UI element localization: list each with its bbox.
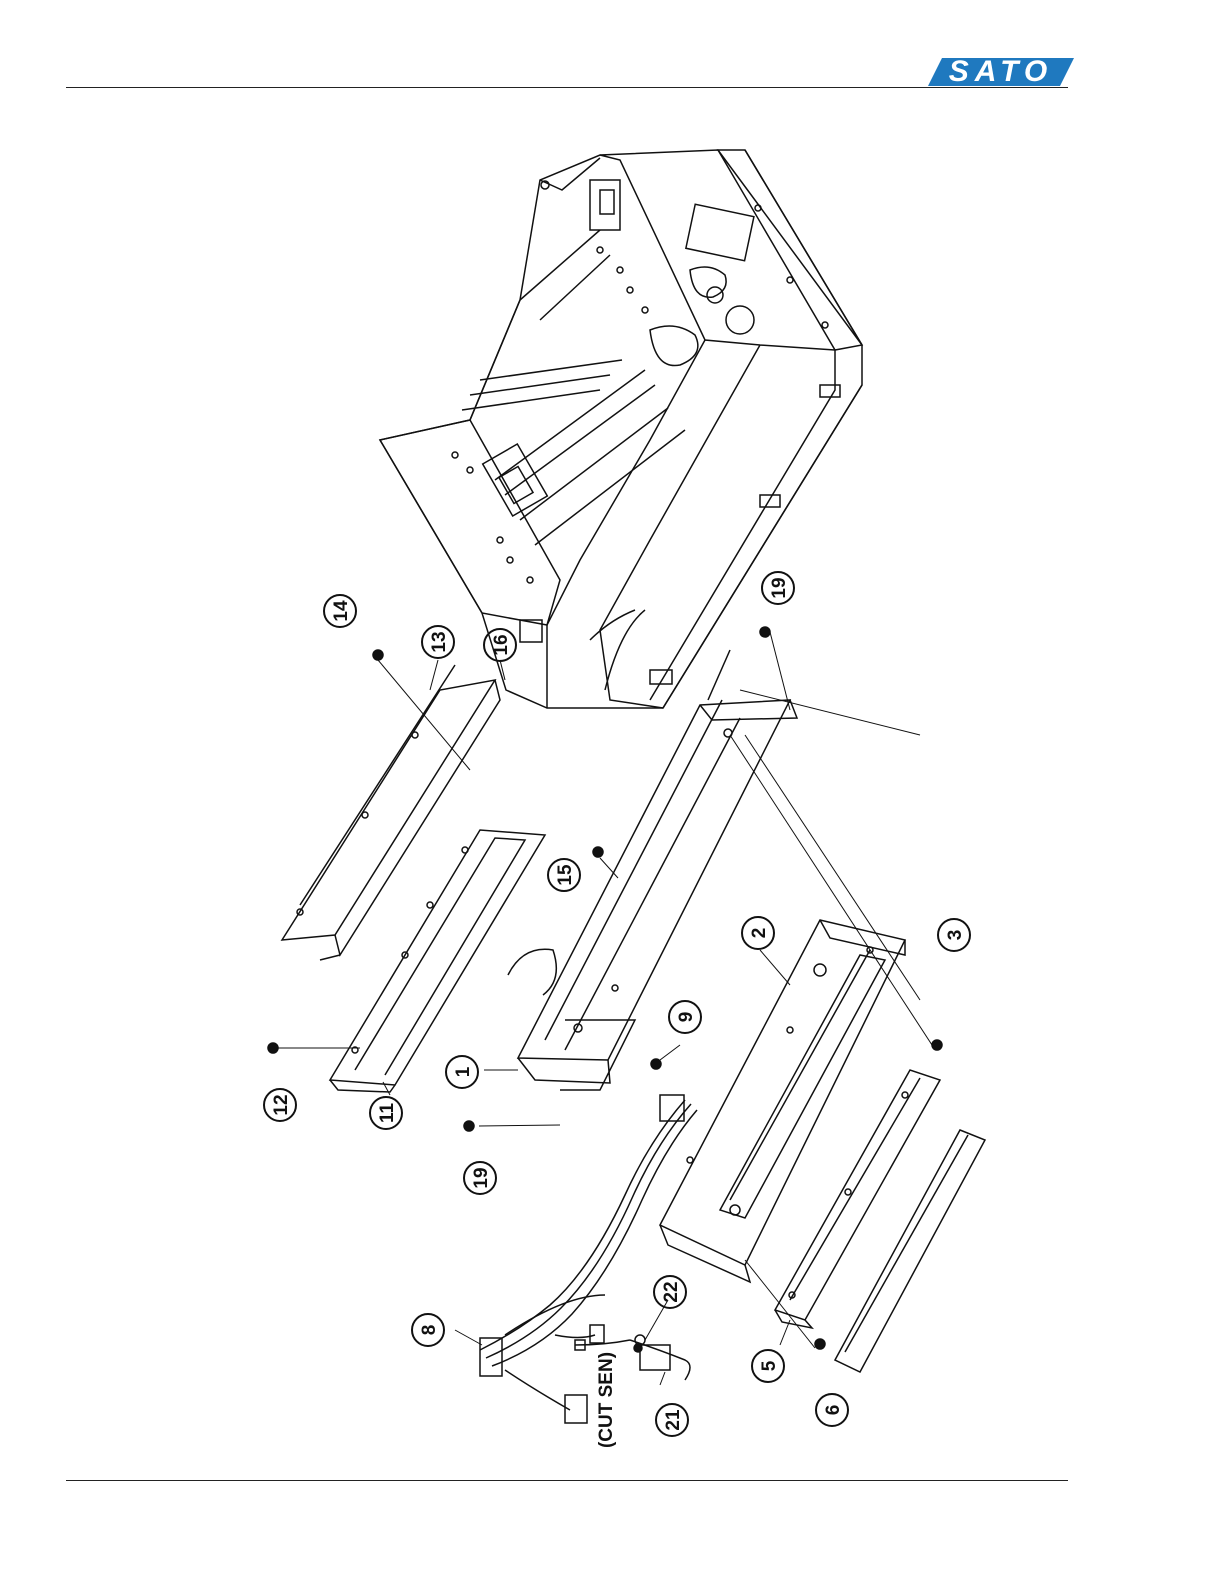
callout-2: 2 <box>749 928 770 939</box>
screw-22 <box>634 1344 642 1352</box>
callout-12: 12 <box>271 1094 292 1115</box>
callout-6: 6 <box>823 1405 844 1416</box>
bottom-plate <box>835 1130 985 1372</box>
cutter-cover-13 <box>282 665 500 960</box>
callout-21: 21 <box>663 1409 684 1431</box>
callout-15: 15 <box>555 864 576 886</box>
screw-14 <box>373 650 383 660</box>
cutter-unit-1 <box>508 650 797 1090</box>
cutter-cover-5 <box>775 1070 940 1328</box>
screw-3 <box>932 1040 942 1050</box>
screw-19-left <box>464 1121 474 1131</box>
callout-22: 22 <box>661 1281 682 1302</box>
screw-12 <box>268 1043 278 1053</box>
callout-13: 13 <box>429 631 450 652</box>
callout-3: 3 <box>945 930 966 941</box>
screw-6 <box>815 1339 825 1349</box>
footer-rule <box>66 1480 1068 1481</box>
callout-5: 5 <box>759 1360 780 1371</box>
leader-lines <box>278 632 932 1385</box>
callout-11: 11 <box>377 1103 398 1124</box>
printer-mechanism <box>380 150 862 708</box>
cutter-guide-11 <box>330 830 545 1092</box>
callout-1: 1 <box>453 1066 474 1077</box>
cutter-base-2 <box>660 920 905 1282</box>
callout-19-right: 19 <box>769 577 790 598</box>
screw-19-right <box>760 627 770 637</box>
connector-label-cut-sen: (CUT SEN) <box>596 1352 617 1448</box>
callout-19-left: 19 <box>471 1167 492 1188</box>
callout-14: 14 <box>331 600 352 622</box>
screw-15 <box>593 847 603 857</box>
callout-9: 9 <box>676 1012 697 1023</box>
callout-8: 8 <box>419 1325 440 1336</box>
screw-9 <box>651 1059 661 1069</box>
callout-16: 16 <box>491 634 512 655</box>
